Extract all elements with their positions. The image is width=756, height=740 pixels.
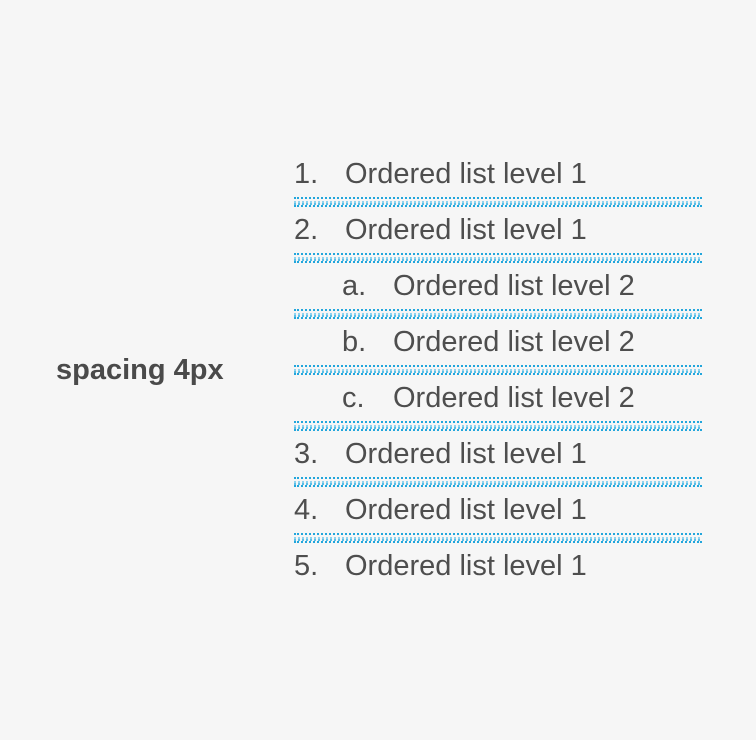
spacing-indicator	[294, 197, 702, 207]
list-item: 4. Ordered list level 1	[294, 488, 702, 544]
list-item: a. Ordered list level 2	[294, 264, 702, 320]
list-item-text: Ordered list level 1	[345, 550, 587, 582]
spacing-indicator	[294, 365, 702, 375]
list-marker: a.	[342, 270, 367, 302]
list-marker: 1.	[294, 158, 319, 190]
list-item-text: Ordered list level 2	[393, 382, 635, 414]
ordered-list: 1. Ordered list level 1 2. Ordered list …	[294, 152, 702, 600]
list-item-text: Ordered list level 1	[345, 494, 587, 526]
list-item: 5. Ordered list level 1	[294, 544, 702, 600]
list-item-text: Ordered list level 1	[345, 438, 587, 470]
list-marker: c.	[342, 382, 365, 414]
list-marker: b.	[342, 326, 367, 358]
spacing-indicator	[294, 309, 702, 319]
spacing-label: spacing 4px	[56, 354, 224, 386]
list-item-text: Ordered list level 1	[345, 214, 587, 246]
spacing-indicator	[294, 253, 702, 263]
list-item: c. Ordered list level 2	[294, 376, 702, 432]
list-item-text: Ordered list level 2	[393, 270, 635, 302]
list-item-text: Ordered list level 2	[393, 326, 635, 358]
spacing-indicator	[294, 421, 702, 431]
list-item: 3. Ordered list level 1	[294, 432, 702, 488]
list-marker: 2.	[294, 214, 319, 246]
spacing-indicator	[294, 477, 702, 487]
list-item: 1. Ordered list level 1	[294, 152, 702, 208]
list-marker: 3.	[294, 438, 319, 470]
list-marker: 5.	[294, 550, 319, 582]
list-item: b. Ordered list level 2	[294, 320, 702, 376]
spacing-indicator	[294, 533, 702, 543]
list-item: 2. Ordered list level 1	[294, 208, 702, 264]
list-item-text: Ordered list level 1	[345, 158, 587, 190]
list-marker: 4.	[294, 494, 319, 526]
